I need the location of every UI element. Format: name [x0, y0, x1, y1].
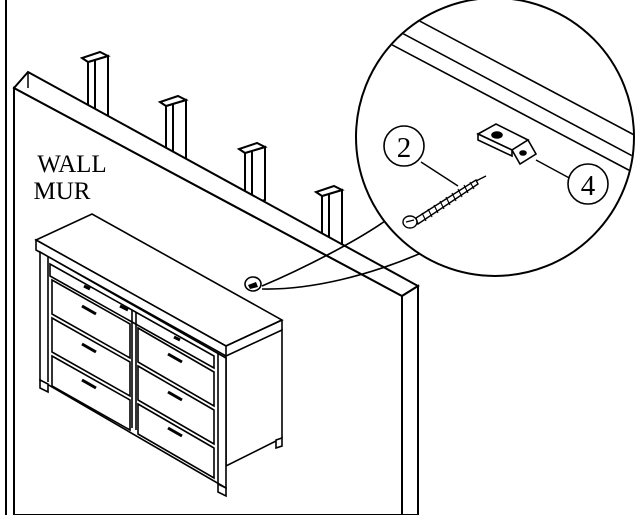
wall-side-edge — [401, 284, 419, 515]
drawer-right-2 — [137, 364, 215, 446]
detail-magnifier: 2 4 — [355, 0, 635, 277]
screw — [402, 175, 487, 229]
l-bracket — [476, 123, 538, 166]
detail-leader-lines — [261, 215, 429, 290]
anchor-point — [244, 276, 262, 292]
drawer-left-1 — [51, 278, 131, 360]
callout-bracket-number: 4 — [581, 170, 596, 202]
callout-circle — [383, 125, 425, 167]
callout-screw: 2 — [383, 125, 425, 167]
wall-label-french: MUR — [34, 178, 91, 205]
drawer-right-3 — [137, 402, 215, 480]
callout-bracket: 4 — [567, 163, 609, 205]
callout-screw-number: 2 — [397, 132, 412, 164]
dresser — [34, 213, 284, 498]
stud-3 — [236, 141, 268, 208]
drawer-right-1 — [137, 326, 215, 408]
wall-label-english: WALL — [37, 151, 106, 178]
drawer-left-3 — [51, 354, 131, 432]
callout-circle — [567, 163, 609, 205]
callout-leaders — [420, 159, 574, 187]
drawer-left-2 — [51, 316, 131, 398]
